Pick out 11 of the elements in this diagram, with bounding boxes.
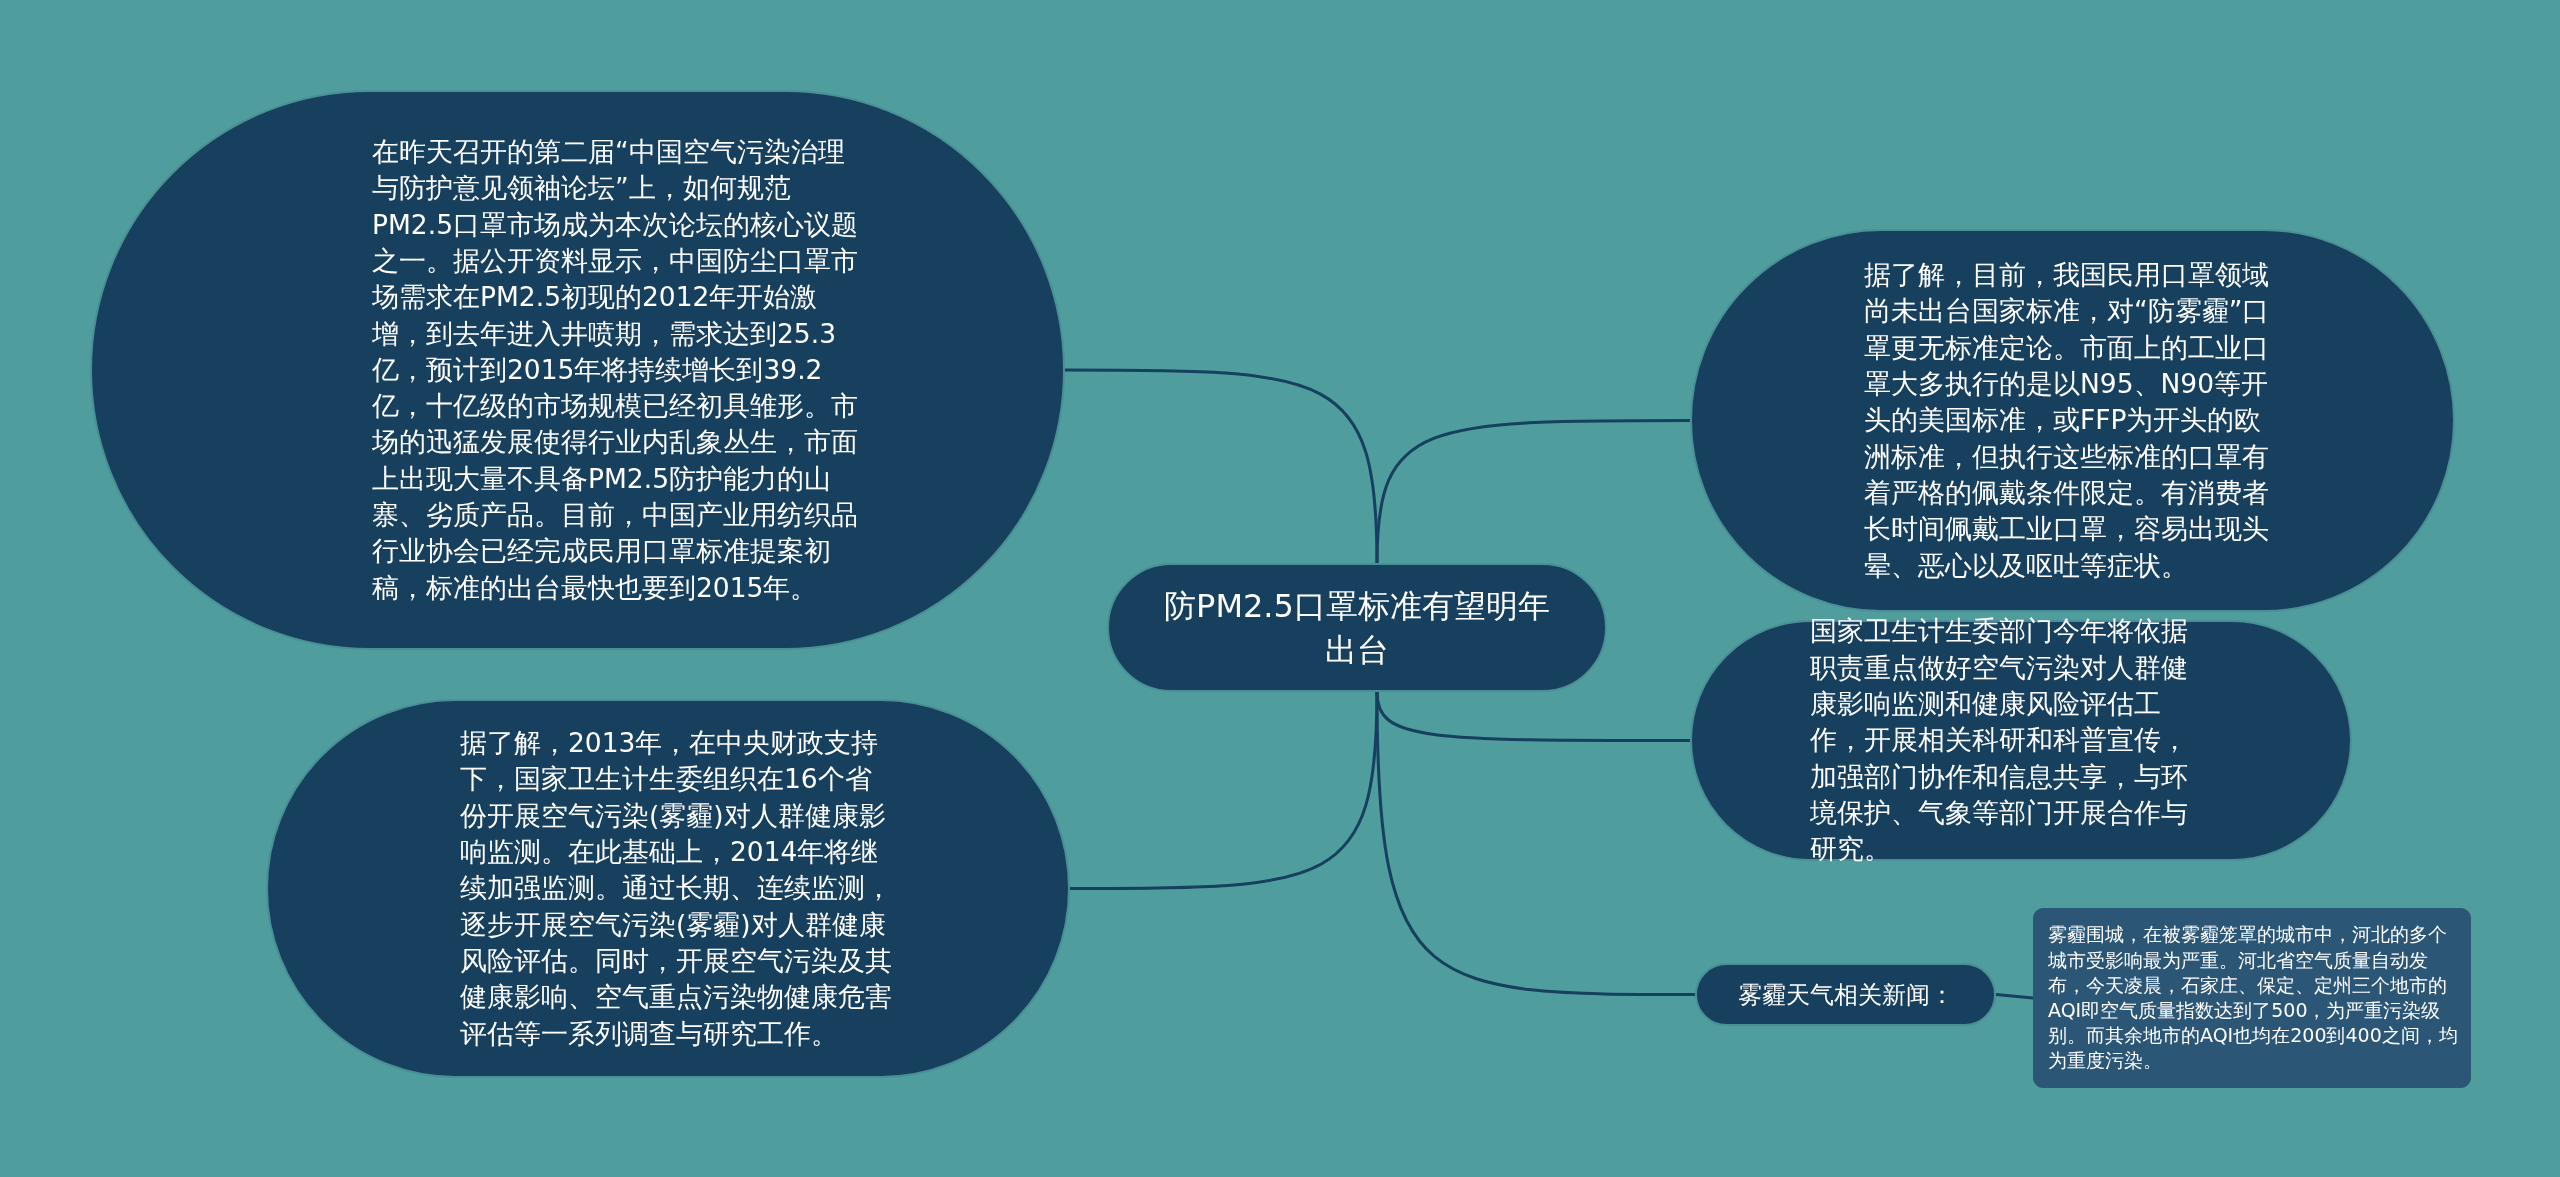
topic-bubble: 据了解，2013年，在中央财政支持下，国家卫生计生委组织在16个省份开展空气污染(雾霾)对人群健康影响监测。在此基础上，2014年将继续加强监测。通过长期、连续监测，逐步开展空气污染(雾霾)对人群健康风险评估。同时，开展空气污染及其健康影响、空气重点污染物健康危害评估等一系列调查与研究工作。 bbox=[266, 699, 1070, 1078]
topic-bubble: 在昨天召开的第二届“中国空气污染治理与防护意见领袖论坛”上，如何规范PM2.5口罩市场成为本次论坛的核心议题之一。据公开资料显示，中国防尘口罩市场需求在PM2.5初现的2012年开始激增，到去年进入井喷期，需求达到25.3亿，预计到2015年将持续增长到39.2亿，十亿级的市场规模已经初具雏形。市场的迅猛发展使得行业内乱象丛生，市面上出现大量不具备PM2.5防护能力的山寨、劣质产品。目前，中国产业用纺织品行业协会已经完成民用口罩标准提案初稿，标准的出台最快也要到2015年。 bbox=[90, 90, 1065, 650]
connector-line bbox=[1065, 368, 1379, 564]
topic-bubble: 据了解，目前，我国民用口罩领域尚未出台国家标准，对“防雾霾”口罩更无标准定论。市面上的工业口罩大多执行的是以N95、N90等开头的美国标准，或FFP为开头的欧洲标准，但执行这些标准的口罩有着严格的佩戴条件限定。有消费者长时间佩戴工业口罩，容易出现头晕、恶心以及呕吐等症状。 bbox=[1690, 229, 2455, 612]
connector-line bbox=[1070, 691, 1379, 890]
topic-bubble: 雾霾天气相关新闻： bbox=[1695, 963, 1996, 1026]
connector-line bbox=[1375, 691, 1695, 996]
note-card: 雾霾围城，在被雾霾笼罩的城市中，河北的多个城市受影响最为严重。河北省空气质量自动发布，今天凌晨，石家庄、保定、定州三个地市的AQI即空气质量指数达到了500，为严重污染级别。而其余地市的AQI也均在200到400之间，均为重度污染。 bbox=[2033, 908, 2471, 1088]
connector-line bbox=[1995, 993, 2034, 1000]
connector-line bbox=[1375, 419, 1690, 564]
central-topic: 防PM2.5口罩标准有望明年出台 bbox=[1107, 563, 1607, 692]
